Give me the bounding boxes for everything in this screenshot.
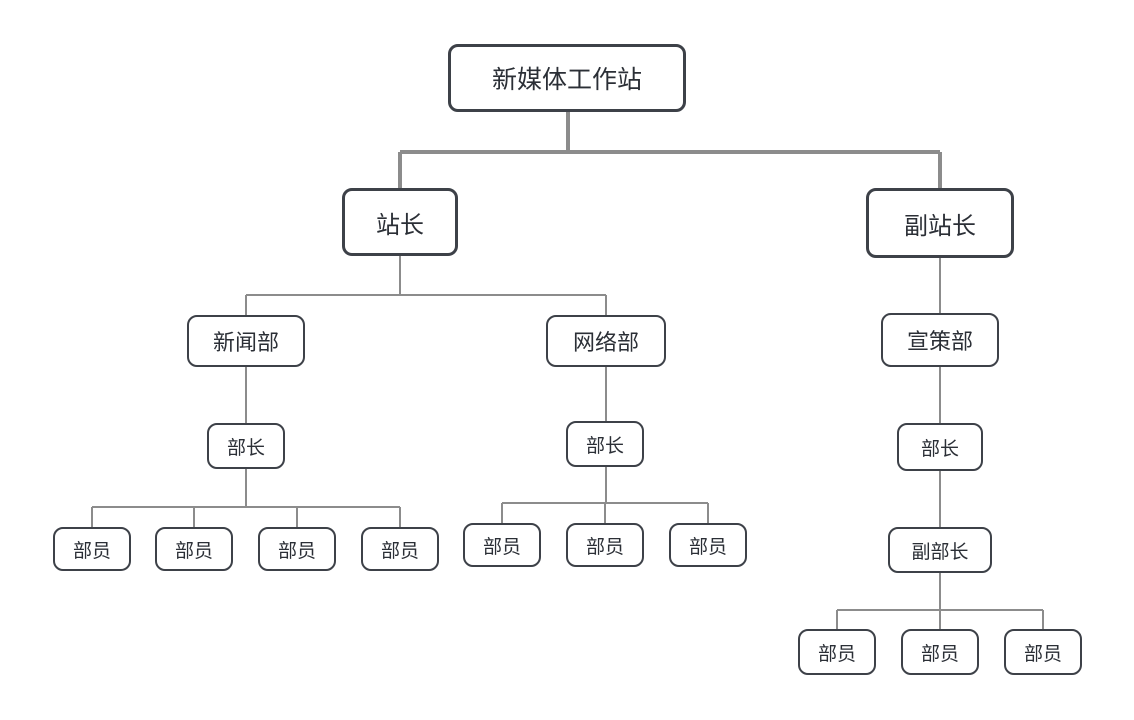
node-news-member: 部员 bbox=[258, 527, 336, 571]
node-publicity-member: 部员 bbox=[901, 629, 979, 675]
node-root: 新媒体工作站 bbox=[448, 44, 686, 112]
node-publicity-head: 部长 bbox=[897, 423, 983, 471]
root-connectors bbox=[398, 110, 942, 190]
node-news-member: 部员 bbox=[155, 527, 233, 571]
node-network-head: 部长 bbox=[566, 421, 644, 467]
node-zhanzhang: 站长 bbox=[342, 188, 458, 256]
node-network-member: 部员 bbox=[566, 523, 644, 567]
node-publicity-member: 部员 bbox=[798, 629, 876, 675]
node-publicity-deputy: 副部长 bbox=[888, 527, 992, 573]
node-fuzhanzhang: 副站长 bbox=[866, 188, 1014, 258]
publicity-connectors bbox=[836, 366, 1044, 630]
news-connectors bbox=[91, 366, 401, 528]
node-publicity-member: 部员 bbox=[1004, 629, 1082, 675]
node-dept-news: 新闻部 bbox=[187, 315, 305, 367]
node-network-member: 部员 bbox=[463, 523, 541, 567]
network-connectors bbox=[501, 366, 709, 524]
zhanzhang-connectors bbox=[245, 255, 607, 316]
node-dept-network: 网络部 bbox=[546, 315, 666, 367]
node-dept-publicity: 宣策部 bbox=[881, 313, 999, 367]
node-news-member: 部员 bbox=[361, 527, 439, 571]
node-network-member: 部员 bbox=[669, 523, 747, 567]
node-news-head: 部长 bbox=[207, 423, 285, 469]
node-news-member: 部员 bbox=[53, 527, 131, 571]
